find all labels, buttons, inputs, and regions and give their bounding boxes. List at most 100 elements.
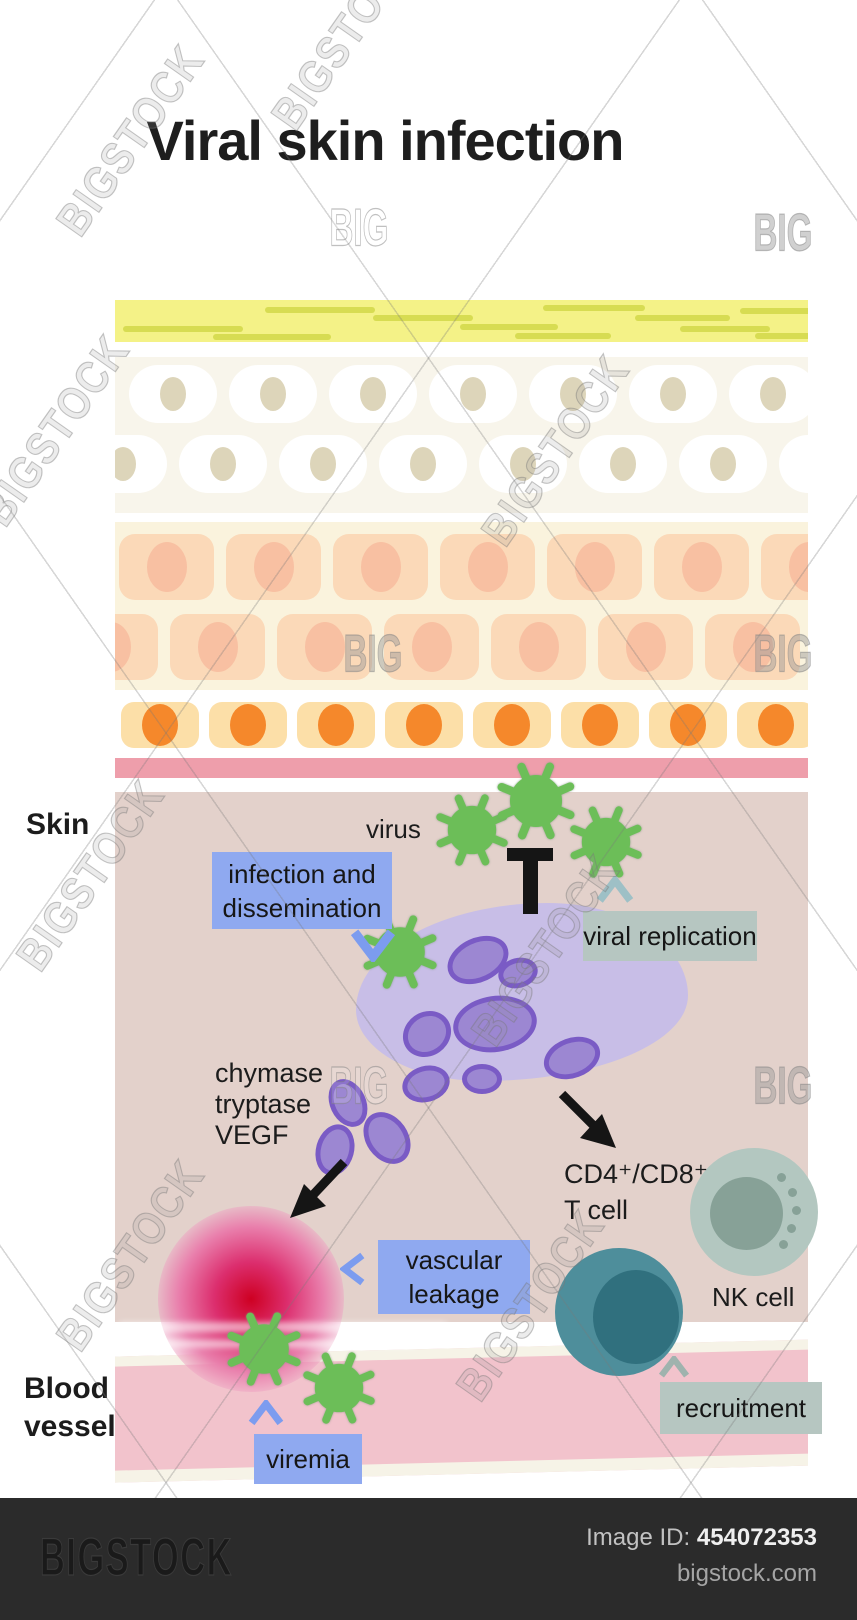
cell-nucleus <box>610 447 636 481</box>
cell-nucleus <box>230 704 266 746</box>
infection-dissemination-callout: infection and dissemination <box>212 852 392 929</box>
cell-nucleus <box>260 377 286 411</box>
skin-cell <box>379 435 467 493</box>
keratin-dash <box>740 308 808 314</box>
skin-cell <box>491 614 586 680</box>
keratin-dash <box>373 315 473 321</box>
chevron-up-icon <box>658 1356 690 1378</box>
cell-nucleus <box>732 622 773 672</box>
cell-nucleus <box>115 447 136 481</box>
virus-icon <box>300 1349 378 1427</box>
skin-cell <box>705 614 800 680</box>
skin-cell <box>209 702 287 748</box>
cell-nucleus <box>681 542 722 592</box>
viral-replication-callout: viral replication <box>583 911 757 961</box>
cell-nucleus <box>406 704 442 746</box>
keratin-dash <box>123 326 243 332</box>
spinous-cell-layer <box>115 522 808 690</box>
nk-cell-granule-dot <box>792 1206 801 1215</box>
cell-nucleus <box>304 622 345 672</box>
cell-nucleus <box>518 622 559 672</box>
skin-cell <box>226 534 321 600</box>
cell-nucleus <box>510 447 536 481</box>
skin-cell <box>779 435 808 493</box>
t-cell-nucleus <box>593 1270 679 1364</box>
image-id-value: 454072353 <box>696 1524 817 1551</box>
diagram-title: Viral skin infection <box>146 109 625 172</box>
nk-cell-granule-dot <box>777 1173 786 1182</box>
leakage-streak <box>118 1322 448 1332</box>
viremia-callout: viremia <box>254 1434 362 1484</box>
mediator-vegf: VEGF <box>215 1120 289 1150</box>
t-cell-label-line2: T cell <box>564 1195 629 1225</box>
mediator-tryptase: tryptase <box>215 1089 312 1119</box>
virus-icon <box>433 791 511 869</box>
footer-bar <box>0 1498 857 1620</box>
skin-cell <box>649 702 727 748</box>
skin-cell <box>737 702 808 748</box>
recruitment-callout: recruitment <box>660 1382 822 1434</box>
skin-cell <box>654 534 749 600</box>
image-id-label: Image ID: <box>586 1524 691 1551</box>
cell-nucleus <box>411 622 452 672</box>
cell-nucleus <box>625 622 666 672</box>
skin-cell <box>440 534 535 600</box>
nk-cell <box>690 1148 818 1276</box>
keratin-dash <box>213 334 331 340</box>
skin-cell <box>277 614 372 680</box>
cell-nucleus <box>574 542 615 592</box>
skin-cell <box>279 435 367 493</box>
footer-site-link[interactable]: bigstock.com <box>676 1560 817 1587</box>
arrow-down-right-icon <box>558 1090 616 1148</box>
bigstock-logo: BIGSTOCK <box>40 1527 234 1587</box>
skin-cell <box>547 534 642 600</box>
virus-icon <box>567 803 645 881</box>
skin-cell <box>121 702 199 748</box>
skin-cell <box>761 534 808 600</box>
cell-nucleus <box>758 704 794 746</box>
nk-cell-granule-dot <box>787 1224 796 1233</box>
skin-cell <box>329 365 417 423</box>
cell-nucleus <box>197 622 238 672</box>
cell-nucleus <box>142 704 178 746</box>
t-cell <box>555 1248 683 1376</box>
virus-icon <box>494 759 578 843</box>
granular-cell-layer <box>115 357 808 513</box>
nk-cell-label: NK cell <box>712 1282 795 1312</box>
skin-cell <box>429 365 517 423</box>
skin-cell <box>179 435 267 493</box>
cell-nucleus <box>115 622 131 672</box>
cell-nucleus <box>467 542 508 592</box>
skin-cell <box>333 534 428 600</box>
skin-cell <box>479 435 567 493</box>
cell-nucleus <box>360 542 401 592</box>
skin-cell <box>229 365 317 423</box>
cell-nucleus <box>660 377 686 411</box>
nk-cell-granule-dot <box>779 1240 788 1249</box>
chevron-up-icon <box>596 876 634 903</box>
blood-vessel-label: Blood vessel <box>24 1370 116 1446</box>
virus-icon <box>224 1309 304 1389</box>
skin-cell <box>561 702 639 748</box>
cell-nucleus <box>410 447 436 481</box>
skin-cell <box>115 614 158 680</box>
blood-vessel-label-line2: vessel <box>24 1410 116 1443</box>
keratin-dash <box>543 305 645 311</box>
skin-cell <box>598 614 693 680</box>
skin-cell <box>170 614 265 680</box>
watermark-big-text: BIG <box>753 202 813 263</box>
nk-cell-nucleus <box>710 1177 783 1250</box>
cell-nucleus <box>146 542 187 592</box>
virus-entry-mark <box>523 848 538 914</box>
vascular-leakage-callout: vascular leakage <box>378 1240 530 1314</box>
skin-label: Skin <box>26 808 90 841</box>
cell-nucleus <box>494 704 530 746</box>
basal-cell-layer <box>115 702 808 748</box>
cell-nucleus <box>760 377 786 411</box>
purple-granule <box>462 1064 502 1094</box>
cell-nucleus <box>160 377 186 411</box>
cell-nucleus <box>560 377 586 411</box>
blood-vessel-label-line1: Blood <box>24 1372 109 1405</box>
cell-nucleus <box>318 704 354 746</box>
